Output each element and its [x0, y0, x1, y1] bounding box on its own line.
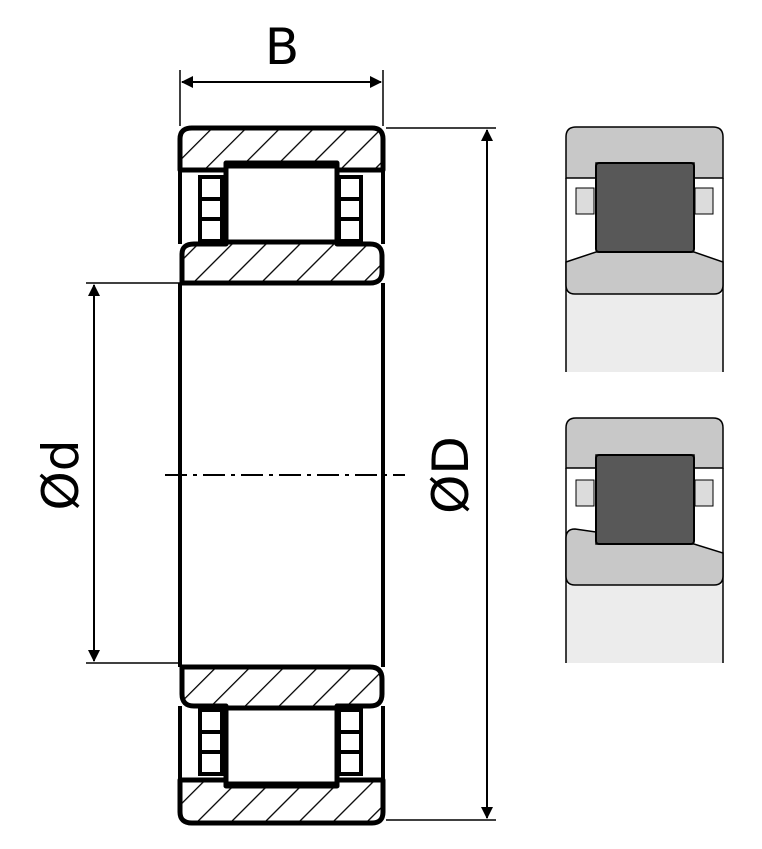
variant-2-roller: [595, 454, 695, 545]
variant-2-bore: [566, 585, 723, 663]
variant-2-cage-left: [575, 479, 595, 507]
cage-bottom-left: [198, 708, 224, 776]
variant-2-inner-ring: [565, 528, 724, 586]
upper-half-section: [177, 125, 386, 286]
dimension-outer: ØD: [386, 127, 496, 821]
bearing-variant-2: [565, 417, 724, 663]
cage-top-left: [198, 175, 224, 243]
bearing-cross-section: [165, 125, 405, 826]
cage-top-right: [337, 175, 363, 243]
cage-bottom-right: [337, 708, 363, 776]
dimension-bore: Ød: [32, 282, 180, 664]
bore-diameter-label: Ød: [32, 439, 90, 510]
variant-2-cage-right: [694, 479, 714, 507]
outer-diameter-label: ØD: [422, 436, 480, 514]
bearing-variant-1: [565, 126, 724, 372]
variant-1-bore: [566, 294, 723, 372]
variant-1-roller: [595, 162, 695, 253]
inner-ring-section-top: [179, 239, 385, 286]
roller-top: [223, 163, 340, 245]
width-label: B: [265, 18, 299, 76]
inner-ring-section-bottom: [179, 664, 385, 711]
variant-1-cage-right: [694, 187, 714, 215]
roller-bottom: [223, 705, 340, 787]
variant-1-inner-ring: [565, 251, 724, 295]
dimension-width: B: [179, 18, 384, 126]
variant-1-cage-left: [575, 187, 595, 215]
lower-half-section: [177, 664, 386, 826]
outer-ring-section-top: [177, 125, 386, 173]
